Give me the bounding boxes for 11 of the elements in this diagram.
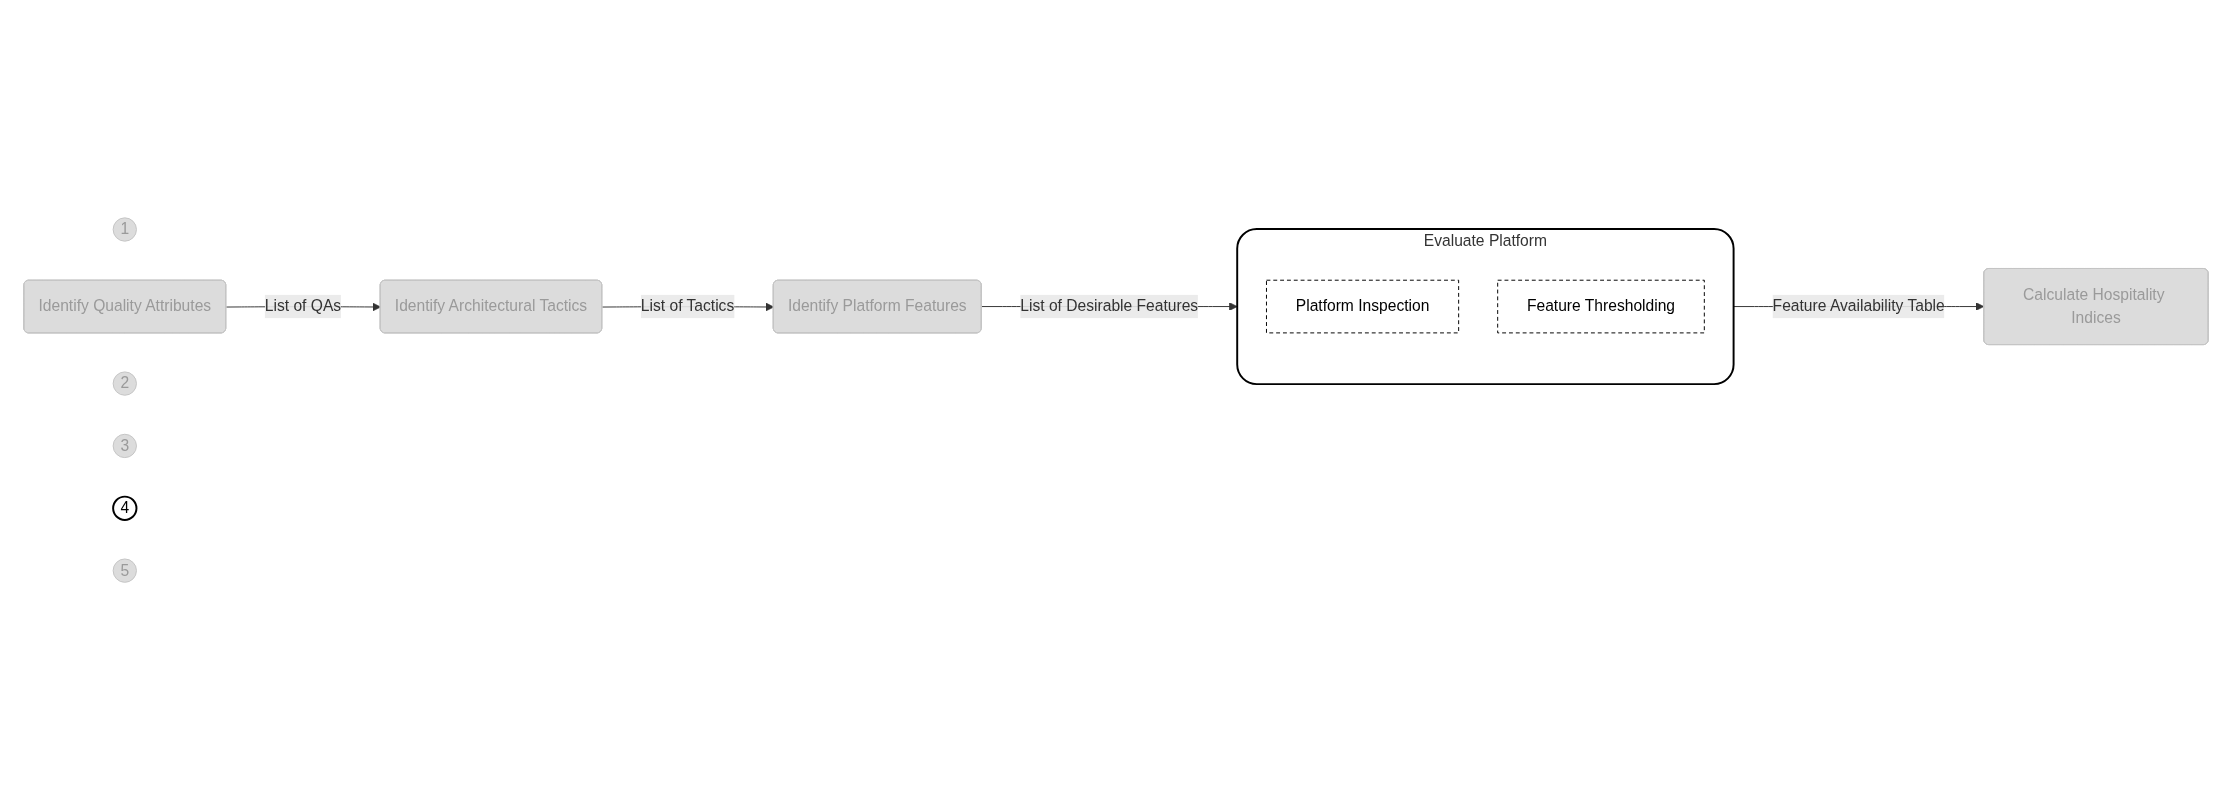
node-circle: 4 — [111, 496, 137, 522]
edge-label: List of QAs — [264, 298, 341, 315]
edge-label: Feature Availability Table — [1772, 298, 1945, 315]
node-circle: 5 — [112, 558, 137, 584]
node-circle: 2 — [112, 371, 137, 397]
node-box: Platform Inspection — [1265, 280, 1459, 334]
edge-label: List of Tactics — [640, 298, 734, 315]
node-circle: 1 — [112, 217, 137, 243]
node-circle: 3 — [112, 434, 137, 459]
node-box: Feature Thresholding — [1496, 280, 1705, 334]
edge-label: List of Desirable Features — [1019, 298, 1198, 315]
